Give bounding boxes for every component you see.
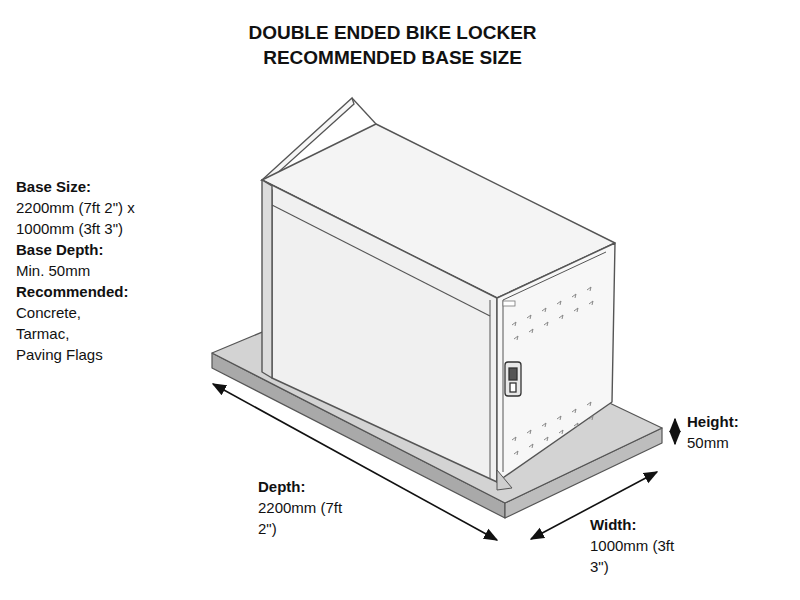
- material-item: Concrete,: [16, 302, 81, 323]
- dimension-value: 1000mm (3ft 3"): [590, 535, 678, 577]
- vent-hole: [527, 315, 531, 319]
- vent-hole: [587, 287, 591, 291]
- spec-value: Min. 50mm: [16, 260, 90, 281]
- vent-hole: [587, 402, 591, 406]
- vent-hole: [512, 437, 516, 441]
- diagram-title: DOUBLE ENDED BIKE LOCKER RECOMMENDED BAS…: [220, 20, 565, 70]
- vent-hole: [527, 430, 531, 434]
- vent-hole: [559, 315, 563, 319]
- dimension-value: 50mm: [687, 432, 729, 453]
- dimension-heading: Depth:: [258, 476, 306, 497]
- dimension-heading: Width:: [590, 514, 637, 535]
- spec-heading: Base Depth:: [16, 239, 104, 260]
- spec-heading: Base Size:: [16, 176, 91, 197]
- vent-holes: [512, 287, 593, 455]
- vent-hole: [574, 308, 578, 312]
- vent-hole: [514, 451, 518, 455]
- vent-hole: [514, 336, 518, 340]
- dimension-heading: Height:: [687, 411, 739, 432]
- vent-hole: [529, 444, 533, 448]
- vent-hole: [589, 301, 593, 305]
- vent-hole: [529, 329, 533, 333]
- vent-hole: [589, 416, 593, 420]
- vent-hole: [572, 409, 576, 413]
- dimension-arrows: [213, 384, 675, 540]
- vent-hole: [512, 322, 516, 326]
- material-item: Paving Flags: [16, 344, 103, 365]
- vent-hole: [557, 301, 561, 305]
- dimension-value: 2200mm (7ft 2"): [258, 497, 346, 539]
- spec-value: 2200mm (7ft 2") x 1000mm (3ft 3"): [16, 197, 166, 239]
- locker-body: [262, 124, 615, 490]
- vent-hole: [572, 294, 576, 298]
- vent-hole: [574, 423, 578, 427]
- spec-heading: Recommended:: [16, 281, 129, 302]
- material-item: Tarmac,: [16, 323, 69, 344]
- vent-hole: [544, 322, 548, 326]
- vent-hole: [542, 423, 546, 427]
- vent-hole: [544, 437, 548, 441]
- door-lock: [505, 362, 521, 396]
- vent-hole: [559, 430, 563, 434]
- maker-plate: [503, 301, 515, 306]
- vent-hole: [542, 308, 546, 312]
- vent-hole: [557, 416, 561, 420]
